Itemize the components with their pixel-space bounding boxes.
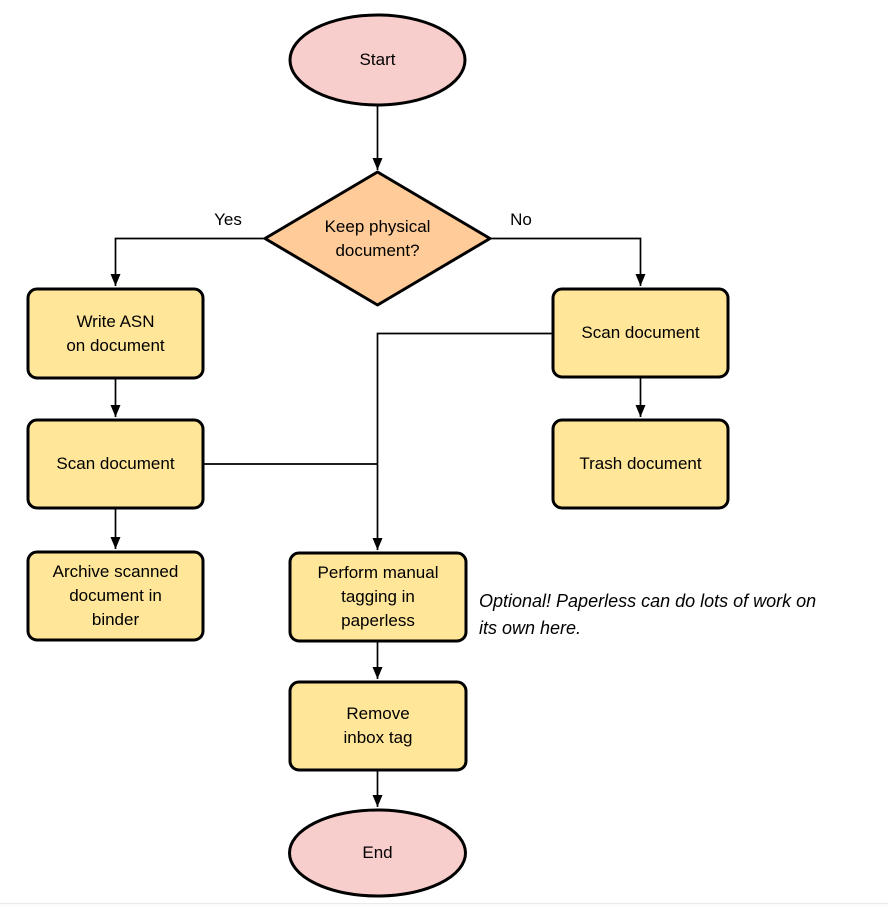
remove-inbox-process-shape [288,680,468,772]
optional-note-text: Optional! Paperless can do lots of work … [479,591,817,638]
start-terminator-shape [288,13,467,107]
edge-label-yes: Yes [203,209,253,231]
edge-scan-right-to-tagging [372,332,553,550]
tagging-process-shape [288,551,468,643]
write-asn-process-shape [26,287,205,380]
archive-node-label: Archive scanned document in binder [52,562,179,629]
trash-process-shape [551,418,730,510]
end-terminator-shape [288,808,467,898]
bottom-edge-divider [0,903,888,907]
decision-node-label: Keep physical document? [324,216,431,260]
trash-node-label: Trash document [579,454,702,473]
tagging-node-label: Perform manual tagging in paperless [317,563,439,630]
decision-diamond-shape [263,170,492,307]
start-node-label: Start [359,50,396,69]
archive-process-shape [26,550,205,642]
scan-left-node-label: Scan document [56,454,175,473]
scan-right-node-label: Scan document [581,323,700,342]
edge-label-no: No [496,209,546,231]
scan-left-process-shape [26,418,205,510]
edge-decision-yes-to-write-asn [110,237,265,286]
scan-right-process-shape [551,287,730,379]
end-node-label: End [362,843,393,862]
write-asn-node-label: Write ASN on document [66,311,165,355]
edge-decision-no-to-scan-right [490,237,646,286]
remove-inbox-node-label: Remove inbox tag [343,704,413,747]
